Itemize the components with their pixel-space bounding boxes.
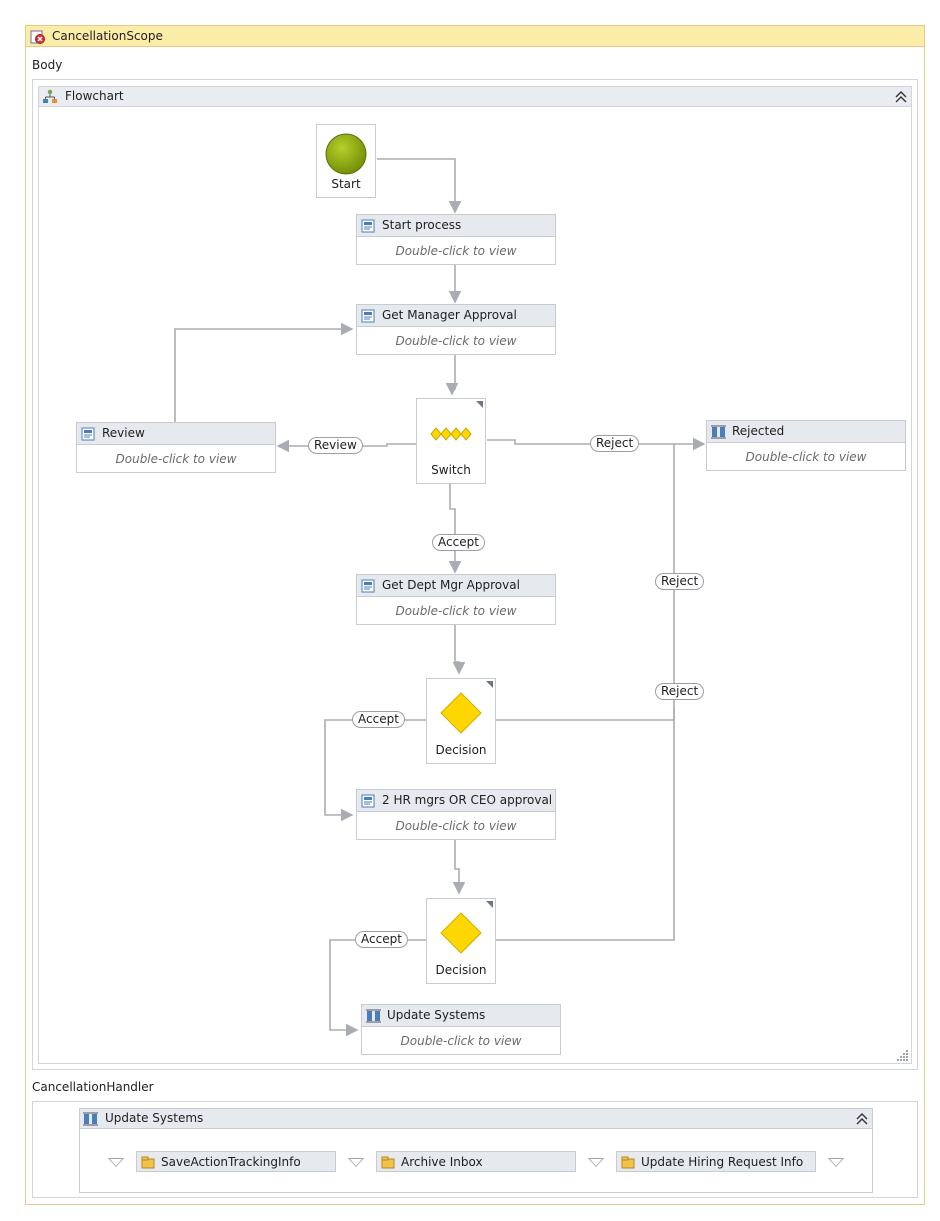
decision-label: Decision — [435, 743, 487, 757]
switch-node[interactable]: Switch — [416, 398, 486, 484]
flowchart-icon — [43, 89, 57, 103]
sequence-item-label: SaveActionTrackingInfo — [161, 1155, 301, 1169]
sequence-item-update-hiring-request[interactable]: Update Hiring Request Info — [616, 1151, 816, 1172]
activity-hint: Double-click to view — [395, 244, 517, 258]
decision-node-1[interactable]: Decision — [426, 678, 496, 764]
activity-title: Get Manager Approval — [382, 308, 517, 322]
activity-title: Update Systems — [387, 1008, 486, 1022]
drop-target-icon[interactable] — [108, 1158, 124, 1167]
decision-diamond-icon — [440, 692, 482, 734]
activity-rejected[interactable]: Rejected Double-click to view — [706, 420, 906, 471]
edge-start-to-start-process — [377, 158, 462, 214]
cancellation-handler-label: CancellationHandler — [32, 1080, 154, 1094]
activity-get-manager-approval[interactable]: Get Manager Approval Double-click to vie… — [356, 304, 556, 355]
scope-header[interactable]: CancellationScope — [26, 26, 924, 47]
folder-activity-icon — [621, 1156, 635, 1169]
activity-hint: Double-click to view — [395, 604, 517, 618]
activity-title: Review — [102, 426, 145, 440]
activity-title: Get Dept Mgr Approval — [382, 578, 520, 592]
activity-update-systems[interactable]: Update Systems Double-click to view — [361, 1004, 561, 1055]
decision-label: Decision — [435, 963, 487, 977]
edge-label-accept[interactable]: Accept — [432, 534, 485, 551]
edge-review-to-manager — [174, 322, 354, 422]
activity-get-dept-mgr-approval[interactable]: Get Dept Mgr Approval Double-click to vi… — [356, 574, 556, 625]
activity-hint: Double-click to view — [745, 450, 867, 464]
sequence-title: Update Systems — [105, 1111, 204, 1125]
edge-label-review[interactable]: Review — [308, 437, 363, 454]
switch-label: Switch — [431, 463, 471, 477]
update-systems-sequence[interactable]: Update Systems SaveActionTrackingInfo Ar… — [79, 1108, 873, 1193]
start-label: Start — [331, 177, 361, 191]
activity-title: 2 HR mgrs OR CEO approval — [382, 793, 553, 807]
body-frame — [32, 79, 918, 1070]
edge-label-accept[interactable]: Accept — [352, 711, 405, 728]
activity-hint: Double-click to view — [400, 1034, 522, 1048]
start-circle-icon — [325, 133, 367, 175]
activity-start-process[interactable]: Start process Double-click to view — [356, 214, 556, 265]
sequence-item-label: Update Hiring Request Info — [641, 1155, 804, 1169]
sequence-item-save-action-tracking[interactable]: SaveActionTrackingInfo — [136, 1151, 336, 1172]
edge-dept-to-decision1 — [452, 625, 466, 675]
activity-icon — [361, 219, 375, 233]
parallel-icon — [366, 1009, 381, 1023]
double-chevron-up-icon[interactable] — [856, 1112, 868, 1126]
decision-node-2[interactable]: Decision — [426, 898, 496, 984]
body-label: Body — [32, 58, 63, 72]
drop-target-icon[interactable] — [588, 1158, 604, 1167]
sequence-item-archive-inbox[interactable]: Archive Inbox — [376, 1151, 576, 1172]
cancellation-scope[interactable]: CancellationScope Body Flowchart — [25, 25, 925, 1205]
sequence-header[interactable]: Update Systems — [80, 1109, 872, 1129]
expand-corner-icon — [476, 401, 483, 408]
folder-activity-icon — [141, 1156, 155, 1169]
activity-hint: Double-click to view — [395, 334, 517, 348]
parallel-icon — [83, 1112, 98, 1126]
activity-icon — [361, 794, 375, 808]
edge-decision2-to-rejected — [495, 707, 675, 941]
flowchart-header[interactable]: Flowchart — [39, 87, 911, 107]
cancellation-scope-icon — [30, 30, 45, 44]
expand-corner-icon — [486, 681, 493, 688]
activity-title: Start process — [382, 218, 462, 232]
edge-label-reject[interactable]: Reject — [655, 573, 705, 590]
parallel-icon — [711, 425, 726, 439]
switch-diamonds-icon — [430, 427, 472, 441]
activity-icon — [361, 309, 375, 323]
scope-title: CancellationScope — [52, 29, 163, 43]
drop-target-icon[interactable] — [348, 1158, 364, 1167]
sequence-item-label: Archive Inbox — [401, 1155, 483, 1169]
double-chevron-up-icon[interactable] — [895, 90, 907, 104]
resize-grip-icon[interactable] — [897, 1049, 909, 1061]
edge-manager-to-switch — [445, 355, 459, 396]
cancellation-handler-frame[interactable]: Update Systems SaveActionTrackingInfo Ar… — [32, 1101, 918, 1198]
folder-activity-icon — [381, 1156, 395, 1169]
edge-hr-to-decision2 — [452, 840, 466, 895]
edge-label-reject[interactable]: Reject — [590, 435, 640, 452]
activity-icon — [361, 579, 375, 593]
activity-title: Rejected — [732, 424, 785, 438]
activity-hr-ceo-approval[interactable]: 2 HR mgrs OR CEO approval Double-click t… — [356, 789, 556, 840]
edge-label-accept[interactable]: Accept — [355, 931, 408, 948]
edge-switch-to-dept — [448, 484, 462, 574]
start-node[interactable]: Start — [316, 124, 376, 198]
activity-icon — [81, 427, 95, 441]
decision-diamond-icon — [440, 912, 482, 954]
activity-review[interactable]: Review Double-click to view — [76, 422, 276, 473]
expand-corner-icon — [486, 901, 493, 908]
activity-hint: Double-click to view — [115, 452, 237, 466]
flowchart-title: Flowchart — [65, 89, 124, 103]
edge-label-reject[interactable]: Reject — [655, 683, 705, 700]
flowchart-container[interactable]: Flowchart — [38, 86, 912, 1064]
drop-target-icon[interactable] — [828, 1158, 844, 1167]
activity-hint: Double-click to view — [395, 819, 517, 833]
